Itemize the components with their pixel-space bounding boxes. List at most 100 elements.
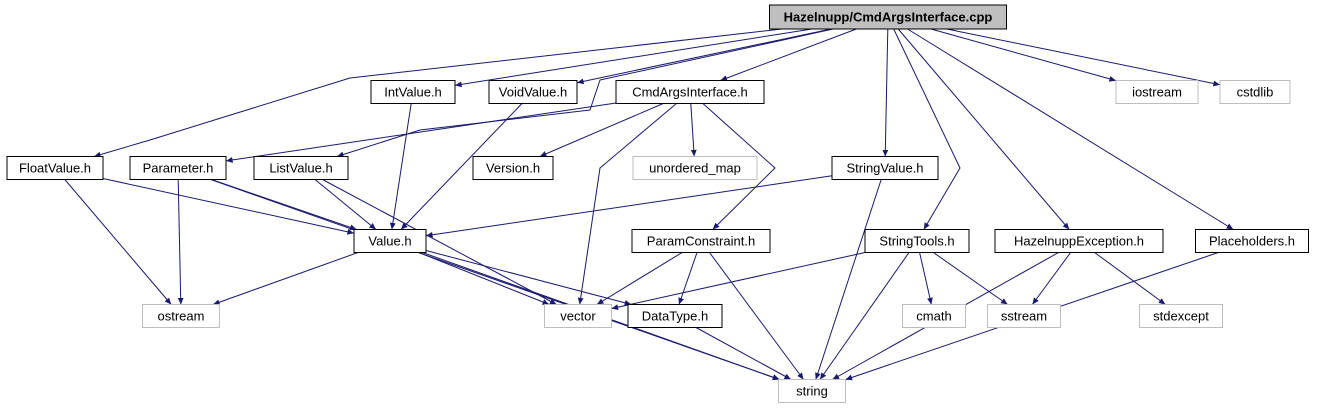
edge-cmdargsinterface-to-version	[539, 103, 664, 157]
node-string: string	[778, 379, 846, 403]
node-box	[902, 304, 966, 328]
node-label: Value.h	[368, 234, 411, 249]
node-hazelnuppexception[interactable]: HazelnuppException.h	[994, 229, 1164, 253]
node-label: cstdlib	[1237, 85, 1274, 100]
node-value[interactable]: Value.h	[353, 229, 427, 253]
node-sstream: sstream	[987, 304, 1061, 328]
edge-stringvalue-to-value	[425, 175, 833, 238]
node-box[interactable]	[370, 80, 456, 104]
node-floatvalue[interactable]: FloatValue.h	[6, 156, 104, 180]
node-version[interactable]: Version.h	[472, 156, 554, 180]
node-label: CmdArgsInterface.h	[632, 85, 748, 100]
edge-listvalue-to-vector	[322, 179, 557, 305]
nodes-layer: Hazelnupp/CmdArgsInterface.cppIntValue.h…	[6, 4, 1309, 403]
node-label: Version.h	[486, 161, 540, 176]
node-voidvalue[interactable]: VoidValue.h	[488, 80, 578, 104]
edge-stringvalue-to-string	[815, 179, 882, 380]
node-root: Hazelnupp/CmdArgsInterface.cpp	[769, 4, 1007, 30]
edge-hazelnuppexception-to-stdexcept	[1094, 252, 1166, 305]
node-label: string	[796, 384, 828, 399]
node-paramconstraint[interactable]: ParamConstraint.h	[631, 229, 771, 253]
node-box[interactable]	[994, 229, 1164, 253]
node-box[interactable]	[831, 156, 939, 180]
edge-stringtools-to-vector	[611, 252, 866, 311]
node-label: Parameter.h	[143, 161, 214, 176]
edge-root-to-stringvalue	[882, 28, 889, 157]
edge-hazelnuppexception-to-sstream	[1031, 252, 1072, 305]
node-box	[987, 304, 1061, 328]
edge-root-to-hazelnuppexception	[897, 28, 1070, 230]
node-label: vector	[560, 309, 596, 324]
node-box[interactable]	[488, 80, 578, 104]
edge-parameter-to-ostream	[177, 179, 184, 305]
node-box	[632, 156, 758, 180]
edge-root-to-placeholders	[907, 28, 1234, 230]
node-box[interactable]	[6, 156, 104, 180]
edge-root-to-listvalue	[336, 28, 834, 158]
node-label: StringValue.h	[846, 161, 923, 176]
edge-cmdargsinterface-to-parameter	[225, 102, 617, 163]
node-stdexcept: stdexcept	[1139, 304, 1223, 328]
edge-root-to-stringtools	[893, 28, 961, 230]
node-parameter[interactable]: Parameter.h	[129, 156, 227, 180]
node-label: unordered_map	[649, 161, 741, 176]
edge-floatvalue-to-ostream	[64, 179, 172, 305]
node-cmdargsinterface[interactable]: CmdArgsInterface.h	[615, 80, 765, 104]
node-box	[1115, 80, 1199, 104]
edge-cmdargsinterface-to-paramconstraint	[702, 103, 776, 230]
node-vector: vector	[544, 304, 612, 328]
node-unordered_map: unordered_map	[632, 156, 758, 180]
edge-cmdargsinterface-to-vector	[577, 103, 677, 305]
node-box[interactable]	[1195, 229, 1309, 253]
edge-root-to-cmdargsinterface	[720, 28, 857, 81]
edge-datatype-to-string	[695, 327, 792, 380]
node-label: ParamConstraint.h	[647, 234, 755, 249]
node-stringtools[interactable]: StringTools.h	[864, 229, 970, 253]
node-box[interactable]	[631, 229, 771, 253]
node-box[interactable]	[129, 156, 227, 180]
node-box[interactable]	[472, 156, 554, 180]
edge-paramconstraint-to-datatype	[678, 252, 698, 305]
node-box[interactable]	[627, 304, 723, 328]
node-box	[142, 304, 220, 328]
edge-paramconstraint-to-string	[709, 252, 804, 380]
edge-paramconstraint-to-vector	[596, 252, 683, 305]
node-box[interactable]	[353, 229, 427, 253]
edge-root-to-cstdlib	[946, 28, 1221, 87]
node-label: ListValue.h	[269, 161, 332, 176]
node-label: StringTools.h	[879, 234, 954, 249]
node-box	[1219, 80, 1291, 104]
edge-value-to-ostream	[212, 252, 359, 306]
node-label: iostream	[1132, 85, 1182, 100]
edge-stringtools-to-cmath	[919, 252, 933, 305]
node-ostream: ostream	[142, 304, 220, 328]
edge-value-to-datatype	[425, 250, 632, 306]
node-label: Hazelnupp/CmdArgsInterface.cpp	[784, 10, 993, 25]
node-datatype[interactable]: DataType.h	[627, 304, 723, 328]
node-listvalue[interactable]: ListValue.h	[253, 156, 349, 180]
node-box[interactable]	[615, 80, 765, 104]
edge-intvalue-to-value	[389, 103, 412, 230]
edge-cmdargsinterface-to-unordered_map	[690, 103, 697, 157]
node-placeholders[interactable]: Placeholders.h	[1195, 229, 1309, 253]
node-iostream: iostream	[1115, 80, 1199, 104]
node-box[interactable]	[864, 229, 970, 253]
node-box	[778, 379, 846, 403]
node-box[interactable]	[253, 156, 349, 180]
edge-root-to-floatvalue	[93, 28, 783, 158]
node-intvalue[interactable]: IntValue.h	[370, 80, 456, 104]
node-label: FloatValue.h	[19, 161, 91, 176]
node-stringvalue[interactable]: StringValue.h	[831, 156, 939, 180]
node-label: VoidValue.h	[499, 85, 567, 100]
node-label: HazelnuppException.h	[1014, 234, 1144, 249]
node-label: cmath	[916, 309, 951, 324]
node-label: sstream	[1001, 309, 1047, 324]
node-label: Placeholders.h	[1209, 234, 1295, 249]
edge-floatvalue-to-value	[102, 178, 355, 235]
node-box	[769, 4, 1007, 30]
edges-layer	[64, 28, 1234, 381]
node-cmath: cmath	[902, 304, 966, 328]
edge-stringtools-to-sstream	[933, 252, 1008, 305]
